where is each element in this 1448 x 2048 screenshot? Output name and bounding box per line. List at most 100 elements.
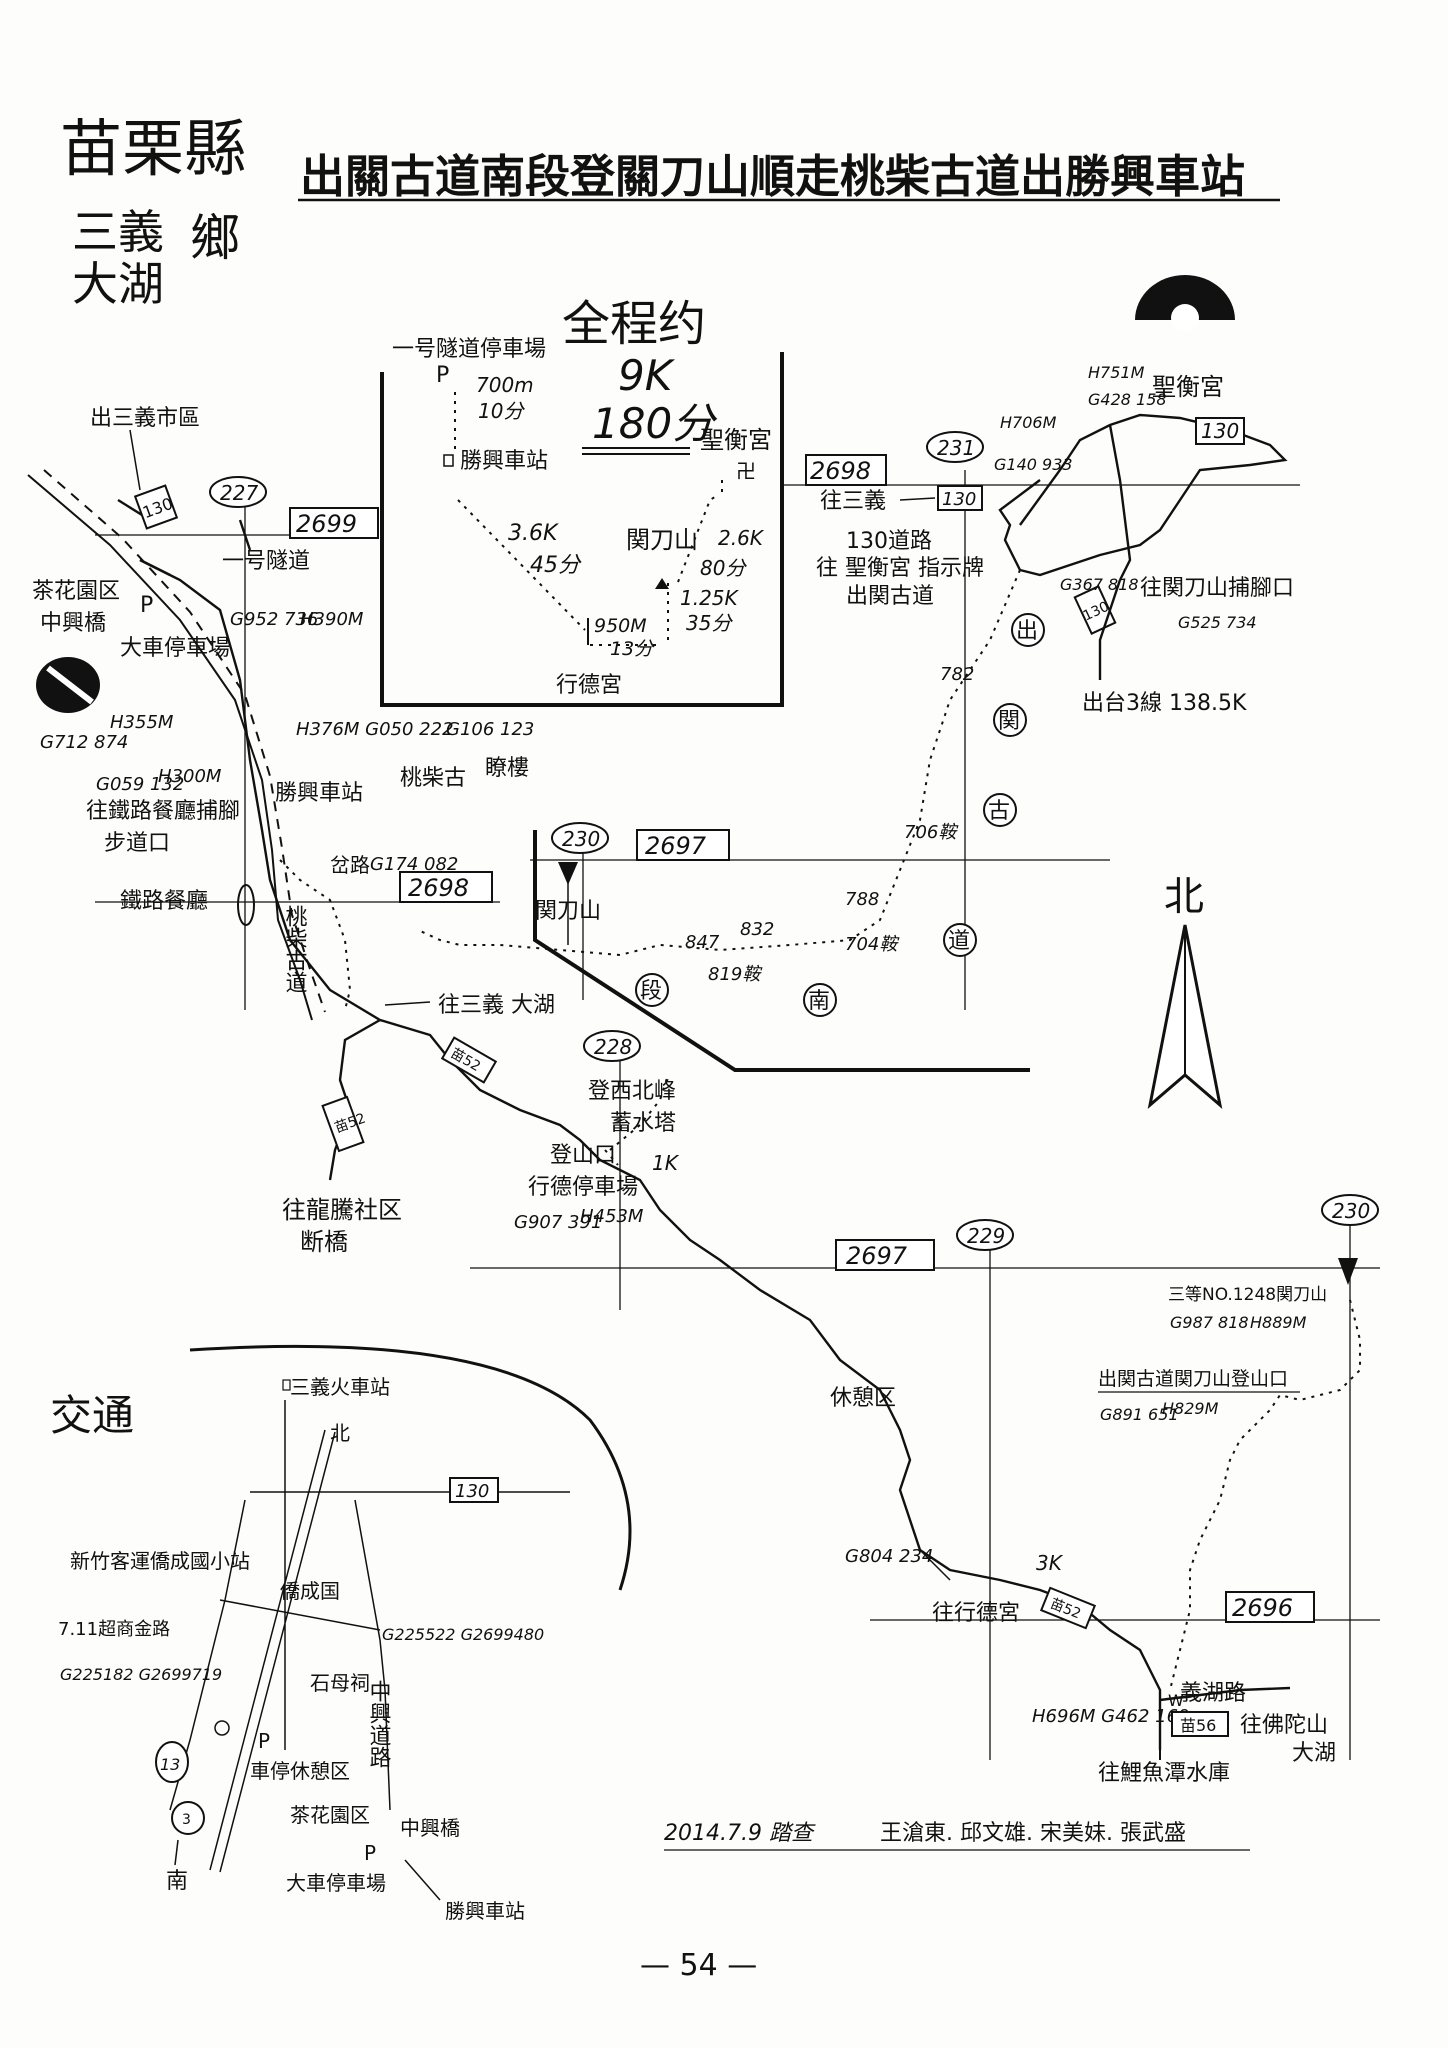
label-to-rail-rest: 往鐵路餐廳捕腳	[86, 799, 240, 824]
transit-frame-arc	[189, 1344, 632, 1591]
transit-tea-garden: 茶花園区	[290, 1803, 370, 1827]
road-shield-miao52b	[440, 1036, 498, 1084]
transit-south-arrow	[174, 1839, 179, 1866]
county-name: 苗栗縣	[60, 112, 246, 185]
label-taochai: 桃柴古	[400, 766, 466, 791]
transit-node	[214, 1720, 230, 1736]
road-label-130c: 130	[942, 489, 976, 510]
label-xingde-parking: 行德停車場	[528, 1175, 638, 1200]
grid-label-2696: 2696	[1232, 1594, 1293, 1622]
transit-road711: 7.11超商金路	[58, 1619, 170, 1640]
label-n706: 706鞍	[904, 822, 959, 843]
label-chu4: 道	[948, 929, 970, 954]
label-taochai-trail: 桃柴古道	[282, 905, 308, 993]
label-to-sanyi-dahu: 往三義 大湖	[438, 993, 555, 1018]
road-shield-130b	[1195, 417, 1245, 445]
grid-oval-230-lower	[1321, 1194, 1379, 1226]
label-tunnel1: 一号隧道	[222, 549, 310, 574]
transit-station-marker	[282, 1379, 291, 1391]
label-h-th: H829M	[1162, 1399, 1219, 1418]
summary-parking: 一号隧道停車場	[392, 337, 546, 362]
seg1-time: 10分	[478, 399, 525, 423]
transit-hsinchu-bus: 新竹客運僑成國小站	[70, 1549, 250, 1573]
grid-label-2697-lower: 2697	[846, 1242, 908, 1270]
grid-label-230-upper: 230	[562, 827, 600, 851]
label-sign-a: 往 聖衡宮 指示牌	[816, 556, 984, 581]
label-trailhead: 登山口	[550, 1143, 616, 1168]
label-exit-t3: 出台3線 138.5K	[1082, 691, 1247, 716]
label-g-th: G891 651	[1100, 1405, 1179, 1424]
grid-label-2699: 2699	[296, 510, 357, 538]
grid-label-228: 228	[594, 1035, 632, 1059]
transit-label-3: 3	[182, 1812, 191, 1828]
summary-station: 勝興車站	[460, 449, 548, 474]
township-a: 三義	[72, 205, 164, 259]
seg3-dist: 2.6K	[718, 526, 765, 550]
label-zhongxing-bridge: 中興橋	[40, 611, 106, 636]
summary-elev: 950M	[594, 615, 647, 637]
seg2-dist: 3.6K	[508, 521, 559, 546]
map-title: 出關古道南段登關刀山順走桃柴古道出勝興車站	[300, 150, 1245, 203]
total-duration: 180分	[592, 399, 718, 448]
road-yihu	[1159, 1686, 1291, 1702]
label-rest-area: 休憩区	[830, 1386, 896, 1411]
grid-label-2698-left: 2698	[408, 874, 469, 902]
transit-label-13: 13	[160, 1755, 180, 1774]
label-shengxing-station: 勝興車站	[275, 781, 363, 806]
total-distance: 9K	[618, 351, 676, 400]
label-to-sanyi2: 往三義	[820, 489, 886, 514]
label-circle-nan1	[635, 973, 669, 1007]
label-circle-chu4	[943, 923, 977, 957]
label-g706: G140 933	[994, 455, 1073, 474]
transit-shield-13	[155, 1741, 189, 1783]
mountain-symbol-right	[1135, 275, 1235, 320]
grid-label-227: 227	[220, 481, 258, 505]
transit-shengxing-station: 勝興車站	[445, 1899, 525, 1923]
label-g3: G059 132	[96, 774, 184, 795]
summary-temple: 聖衡宮	[700, 426, 772, 454]
transit-p1: P	[258, 1729, 270, 1753]
label-fork: 岔路	[330, 853, 370, 877]
label-nan2: 南	[808, 989, 830, 1014]
transit-p2: P	[364, 1841, 376, 1865]
label-n819: 819鞍	[708, 964, 763, 985]
road-shield-miao52a	[321, 1095, 365, 1153]
label-k3: 3K	[1036, 1551, 1064, 1575]
seg4-time: 35分	[686, 611, 733, 635]
inset-frame	[533, 830, 1030, 1072]
label-n704: 704鞍	[845, 934, 900, 955]
transit-g711: G225182 G2699719	[60, 1665, 222, 1684]
total-label: 全程约	[562, 296, 706, 352]
grid-label-2698-right: 2698	[810, 457, 871, 485]
label-circle-chu2	[993, 703, 1027, 737]
label-tower: 瞭樓	[485, 756, 529, 781]
label-g367: G367 818	[1060, 575, 1139, 594]
road-shield-miao52c	[1039, 1586, 1097, 1630]
grid-oval-231	[926, 431, 984, 463]
mountain-symbol-right-hole	[1171, 304, 1199, 332]
label-chu3: 古	[988, 799, 1010, 824]
grid-label-2697-upper: 2697	[645, 832, 707, 860]
label-trailhead-right: 出関古道関刀山登山口	[1098, 1368, 1288, 1390]
label-n782: 782	[940, 664, 974, 685]
peak-marker-lower	[1338, 1258, 1358, 1285]
label-circle-chu1	[1011, 613, 1045, 647]
label-n847: 847	[685, 932, 720, 953]
road-shield-miao56	[1171, 1711, 1229, 1737]
label-h-peak: H889M	[1250, 1313, 1307, 1332]
label-to-fo: 往佛陀山	[1240, 1713, 1328, 1738]
transit-zhongxing-road: 中興道路	[366, 1680, 392, 1768]
seg5-time: 13分	[610, 638, 655, 660]
temple-symbol: 卍	[736, 459, 756, 483]
label-broken-bridge: 断橋	[300, 1228, 348, 1256]
label-tea-garden: 茶花園区	[32, 579, 120, 604]
parking-symbol: P	[436, 363, 449, 388]
road-shield-130a	[133, 484, 179, 530]
mountain-symbol-left-stripe	[46, 665, 94, 705]
survey-date: 2014.7.9 踏查	[664, 1821, 816, 1846]
label-to-liyu: 往鯉魚潭水庫	[1098, 1761, 1230, 1786]
seg2-time: 45分	[530, 553, 582, 578]
tunnel-road	[238, 519, 252, 551]
grid-oval-227	[209, 476, 267, 508]
label-g5: G106 123	[446, 719, 534, 740]
